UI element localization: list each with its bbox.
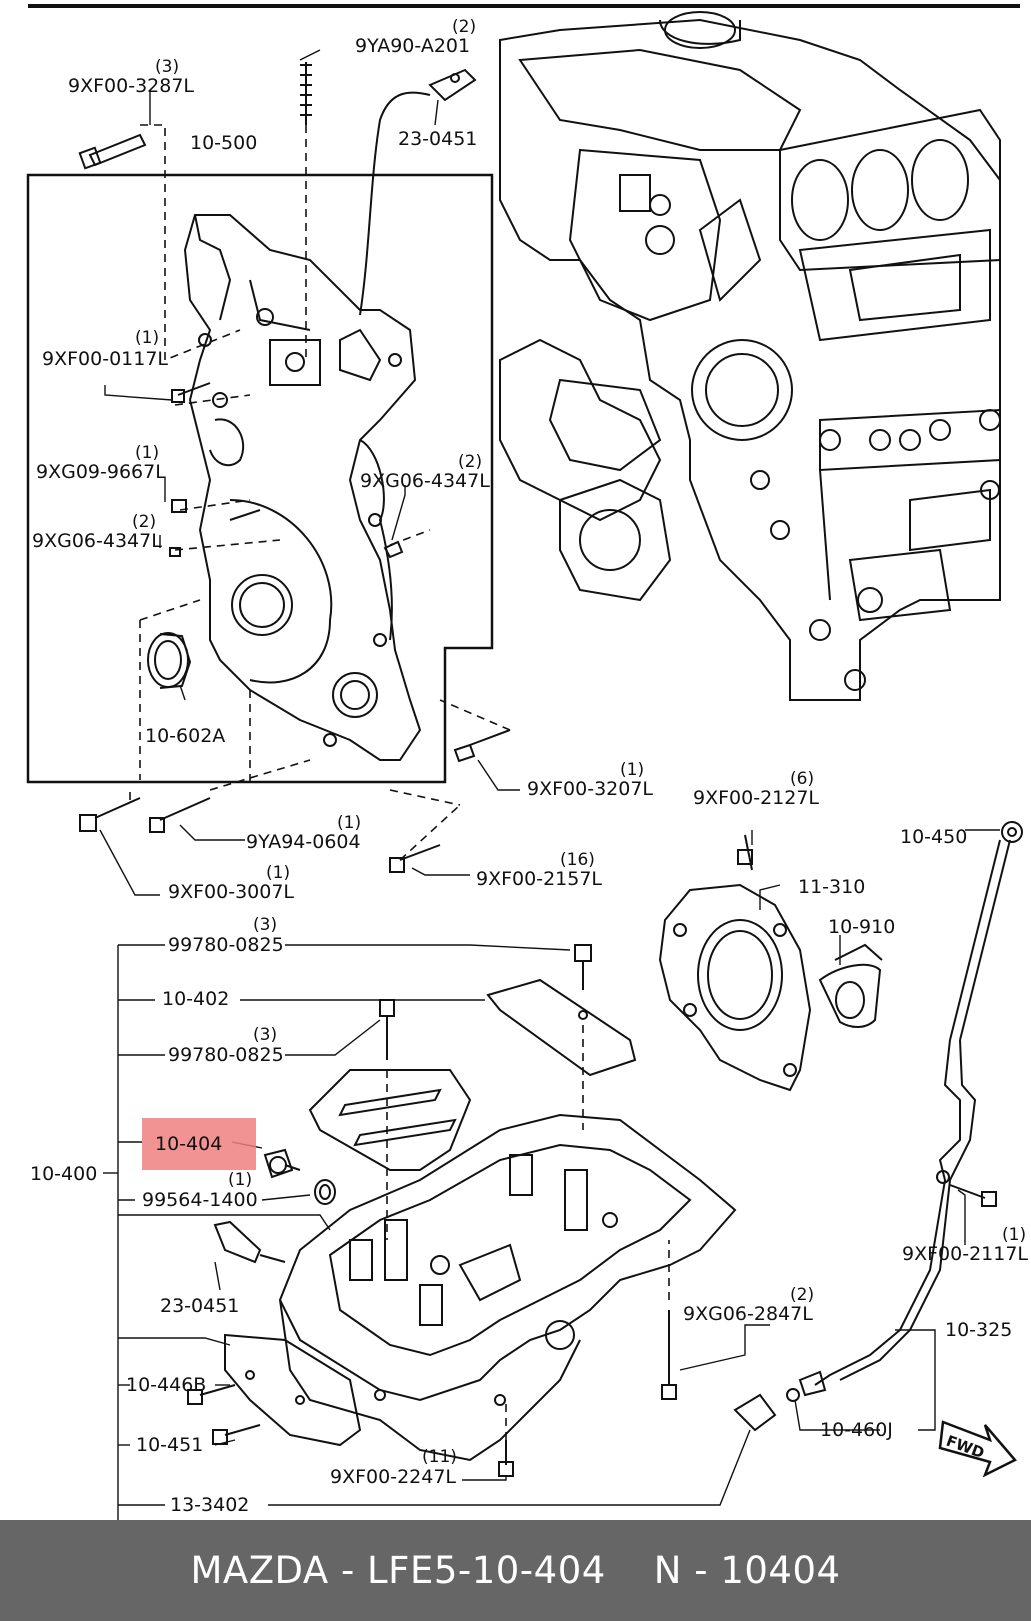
strainer-plate xyxy=(308,999,472,1171)
part-number: 99564-1400 xyxy=(142,1189,258,1211)
pan-cover-plate xyxy=(187,1333,362,1447)
qty-label: (2) xyxy=(132,512,156,532)
qty-label: (1) xyxy=(135,443,159,463)
part-number: 10-451 xyxy=(136,1434,203,1456)
part-number: 10-602A xyxy=(145,725,225,747)
drain-plug xyxy=(263,1148,336,1205)
part-number: 10-450 xyxy=(900,826,967,848)
part-number: 9YA94-0604 xyxy=(246,831,361,853)
part-number: 9XG06-4347L xyxy=(360,470,490,492)
engine-block xyxy=(499,11,1001,701)
fwd-arrow: FWD xyxy=(938,1420,1017,1478)
part-number: 9XF00-2247L xyxy=(330,1466,456,1488)
assembly-box-10-500 xyxy=(26,173,494,784)
timing-cover xyxy=(183,214,422,761)
thrust-bearing xyxy=(818,943,883,1028)
part-number: 13-3402 xyxy=(170,1494,249,1516)
oil-seal-10-602A xyxy=(147,632,192,689)
dashed-leaders-top xyxy=(129,124,511,861)
oil-pan xyxy=(278,1113,737,1462)
part-number: 9XF00-0117L xyxy=(42,348,168,370)
caption-bar: MAZDA - LFE5-10-404 N - 10404 xyxy=(0,1520,1031,1621)
part-number: 99780-0825 xyxy=(168,934,284,956)
part-caption: MAZDA - LFE5-10-404 xyxy=(190,1549,606,1592)
part-number: 9XF00-3007L xyxy=(168,881,294,903)
qty-label: (3) xyxy=(155,57,179,77)
part-code-caption: N - 10404 xyxy=(653,1549,841,1592)
qty-label: (1) xyxy=(228,1170,252,1190)
part-number: 10-400 xyxy=(30,1163,97,1185)
qty-label: (2) xyxy=(458,452,482,472)
qty-label: (3) xyxy=(253,915,277,935)
timing-bolts xyxy=(78,133,753,873)
qty-label: (1) xyxy=(337,813,361,833)
part-number: 9YA90-A201 xyxy=(355,35,470,57)
part-number: 10-404 xyxy=(155,1133,222,1155)
part-number: 23-0451 xyxy=(160,1295,239,1317)
dashed-leaders-bottom xyxy=(386,1025,670,1440)
part-number: 11-310 xyxy=(798,876,865,898)
baffle-plate xyxy=(486,978,637,1077)
dipstick-bolt xyxy=(949,1184,986,1199)
qty-label: (1) xyxy=(135,328,159,348)
part-number: 9XF00-3287L xyxy=(68,75,194,97)
qty-label: (2) xyxy=(790,1285,814,1305)
part-number: 9XG06-2847L xyxy=(683,1303,813,1325)
part-number: 10-446B xyxy=(126,1374,206,1396)
qty-label: (3) xyxy=(253,1025,277,1045)
highlight-box xyxy=(142,1118,256,1170)
leader-lines xyxy=(99,49,1000,1520)
qty-label: (1) xyxy=(266,863,290,883)
qty-label: (1) xyxy=(1002,1225,1026,1245)
part-number: 9XG06-4347L xyxy=(32,530,162,552)
part-number: 9XF00-2157L xyxy=(476,868,602,890)
oil-level-sensor xyxy=(213,1220,262,1264)
qty-label: (11) xyxy=(422,1447,457,1467)
qty-label: (16) xyxy=(560,850,595,870)
qty-label: (6) xyxy=(790,769,814,789)
part-number: 10-910 xyxy=(828,916,895,938)
part-number: 9XG09-9667L xyxy=(36,461,166,483)
rear-seal-housing xyxy=(658,883,812,1092)
dipstick-upper xyxy=(300,62,477,316)
part-number: 10-500 xyxy=(190,132,257,154)
parts-exploded-diagram: FWD (3) 9XF00-3287L (2) 9YA90-A201 23-04… xyxy=(26,4,1028,1520)
drain-fitting xyxy=(733,1393,777,1432)
part-number: 10-325 xyxy=(945,1319,1012,1341)
part-number: 9XF00-2117L xyxy=(902,1243,1028,1265)
qty-label: (1) xyxy=(620,760,644,780)
part-number: 9XF00-2127L xyxy=(693,787,819,809)
qty-label: (2) xyxy=(452,17,476,37)
part-number: 10-402 xyxy=(162,988,229,1010)
dipstick-lower xyxy=(786,821,1023,1402)
part-number: 23-0451 xyxy=(398,128,477,150)
part-number: 99780-0825 xyxy=(168,1044,284,1066)
part-labels: (3) 9XF00-3287L (2) 9YA90-A201 23-0451 1… xyxy=(30,17,1028,1516)
part-number: 9XF00-3207L xyxy=(527,778,653,800)
part-number: 10-460J xyxy=(820,1419,893,1441)
